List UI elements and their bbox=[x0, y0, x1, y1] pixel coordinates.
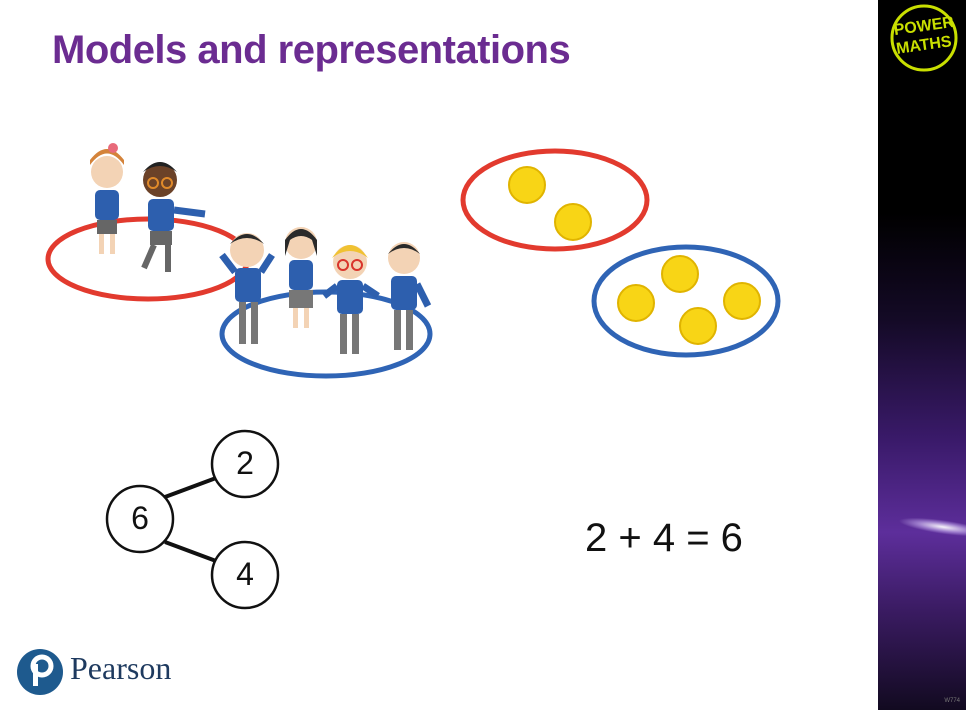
whole-value: 6 bbox=[131, 500, 149, 536]
child-figure bbox=[219, 233, 275, 344]
part-whole-link-top bbox=[164, 476, 217, 499]
power-maths-logo: POWER MATHS bbox=[888, 2, 960, 74]
number-sentence: 2 + 4 = 6 bbox=[585, 516, 743, 560]
part-whole-link-bottom bbox=[164, 540, 217, 563]
counter-hoop-blue bbox=[591, 244, 781, 358]
yellow-counter bbox=[617, 284, 655, 322]
pearson-logo-text: Pearson bbox=[70, 650, 172, 686]
counter-hoop-red bbox=[460, 148, 650, 252]
badge-ring-icon bbox=[890, 4, 958, 72]
yellow-counter bbox=[661, 255, 699, 293]
part-value-bottom: 4 bbox=[236, 556, 254, 592]
child-figure bbox=[141, 162, 206, 272]
decorative-side-panel: W774 bbox=[878, 0, 966, 710]
yellow-counter bbox=[508, 166, 546, 204]
child-figure bbox=[388, 242, 432, 350]
part-circle-top bbox=[210, 429, 280, 499]
part-circle-bottom bbox=[210, 540, 280, 610]
corner-code: W774 bbox=[944, 698, 960, 704]
part-value-top: 2 bbox=[236, 445, 254, 481]
yellow-counter bbox=[679, 307, 717, 345]
child-figure bbox=[90, 143, 124, 254]
slide-title: Models and representations bbox=[52, 28, 571, 72]
child-figure bbox=[285, 227, 317, 328]
light-flare bbox=[897, 513, 966, 541]
yellow-counter bbox=[723, 282, 761, 320]
yellow-counter bbox=[554, 203, 592, 241]
child-figure bbox=[321, 245, 380, 354]
whole-circle bbox=[105, 484, 175, 554]
